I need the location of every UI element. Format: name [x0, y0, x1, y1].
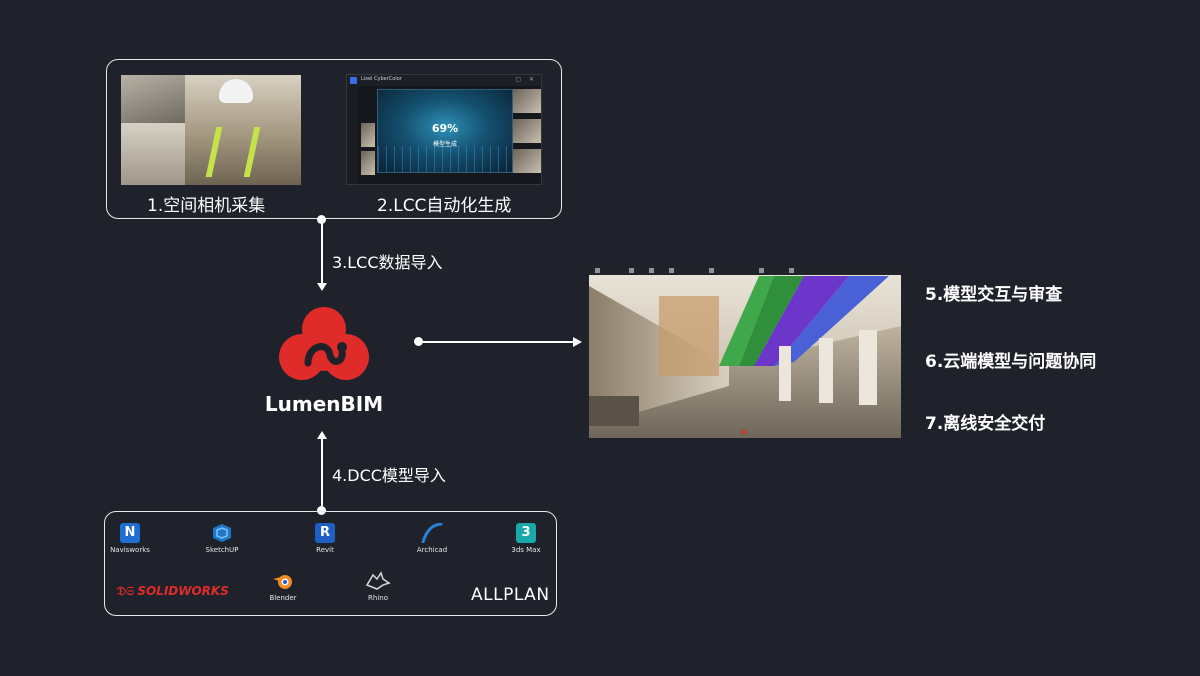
lcc-app-name: Lixel CyberColor: [361, 76, 402, 82]
connector-line: [420, 341, 574, 343]
3dsmax-icon: 3: [516, 523, 536, 543]
allplan-logo: ALLPLAN: [471, 585, 550, 605]
brand-name: LumenBIM: [264, 392, 384, 416]
feature-cloud-collaboration: 6.云端模型与问题协同: [925, 352, 1097, 372]
connector-dot: [317, 215, 326, 224]
software-revit: R Revit: [315, 523, 335, 554]
connector-dot: [317, 506, 326, 515]
software-sketchup: SketchUP: [182, 523, 262, 554]
sketchup-icon: [213, 524, 231, 542]
progress-percent: 69%: [431, 122, 459, 135]
spatial-camera-capture-photo: [121, 75, 301, 185]
arrow-up-icon: [317, 431, 327, 439]
lcc-generation-screenshot: Lixel CyberColor ▢ ✕ 69% 模型生成: [346, 74, 542, 185]
capture-caption: 1.空间相机采集: [147, 196, 266, 216]
software-3dsmax: 3 3ds Max: [511, 523, 541, 554]
software-navisworks: N Navisworks: [110, 523, 150, 554]
software-rhino: Rhino: [338, 571, 418, 602]
connector-dot: [414, 337, 423, 346]
lcc-import-label: 3.LCC数据导入: [332, 253, 443, 272]
generation-progress-dialog: 69% 模型生成: [377, 89, 513, 173]
dcc-import-label: 4.DCC模型导入: [332, 466, 446, 485]
connector-line: [321, 220, 323, 284]
archicad-icon: [421, 523, 443, 543]
feature-model-review: 5.模型交互与审查: [925, 285, 1063, 305]
arrow-down-icon: [317, 283, 327, 291]
generate-caption: 2.LCC自动化生成: [377, 196, 512, 216]
software-archicad: Archicad: [392, 523, 472, 554]
dcc-software-group: [104, 511, 557, 616]
rhino-icon: [365, 571, 391, 590]
navisworks-icon: N: [120, 523, 140, 543]
software-blender: Blender: [243, 571, 323, 602]
solidworks-ds-icon: 𝔇𝔖: [117, 584, 135, 598]
blender-icon: [273, 575, 292, 589]
arrow-right-icon: [573, 337, 582, 347]
revit-icon: R: [315, 523, 335, 543]
lcc-app-icon: [350, 77, 357, 84]
connector-line: [321, 438, 323, 506]
progress-label: 模型生成: [432, 141, 457, 148]
window-controls-icon: ▢ ✕: [515, 76, 537, 83]
bim-viewer-screenshot: [589, 266, 901, 438]
lumenbim-logo-icon: [279, 307, 369, 380]
capture-generate-group: [106, 59, 562, 219]
feature-offline-delivery: 7.离线安全交付: [925, 414, 1046, 434]
